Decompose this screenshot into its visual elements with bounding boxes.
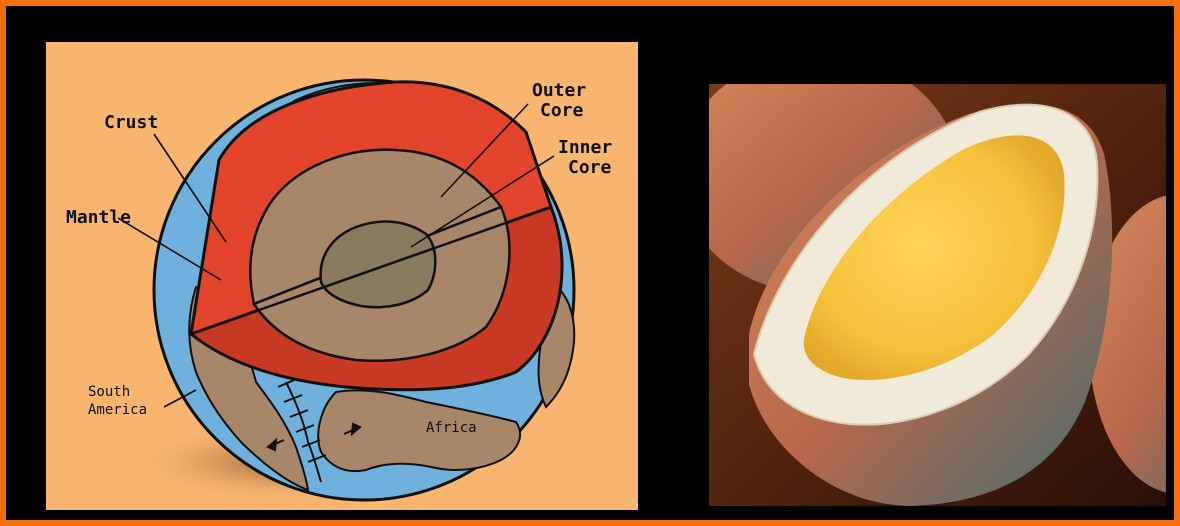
- boiled-egg-photo: [709, 84, 1166, 506]
- label-crust: Crust: [104, 112, 158, 133]
- label-south-america-2: America: [88, 402, 147, 418]
- label-africa: Africa: [426, 420, 477, 436]
- label-outer-core-1: Outer: [532, 80, 586, 101]
- egg-photo-svg: [709, 84, 1166, 506]
- label-outer-core-2: Core: [540, 100, 584, 121]
- label-inner-core-1: Inner: [558, 137, 612, 158]
- label-mantle: Mantle: [66, 207, 131, 228]
- earth-layers-diagram: Outer Core Inner Core Crust Mantle South…: [46, 42, 638, 510]
- label-south-america-1: South: [88, 384, 130, 400]
- earth-diagram-svg: Outer Core Inner Core Crust Mantle South…: [46, 42, 638, 510]
- label-inner-core-2: Core: [568, 157, 612, 178]
